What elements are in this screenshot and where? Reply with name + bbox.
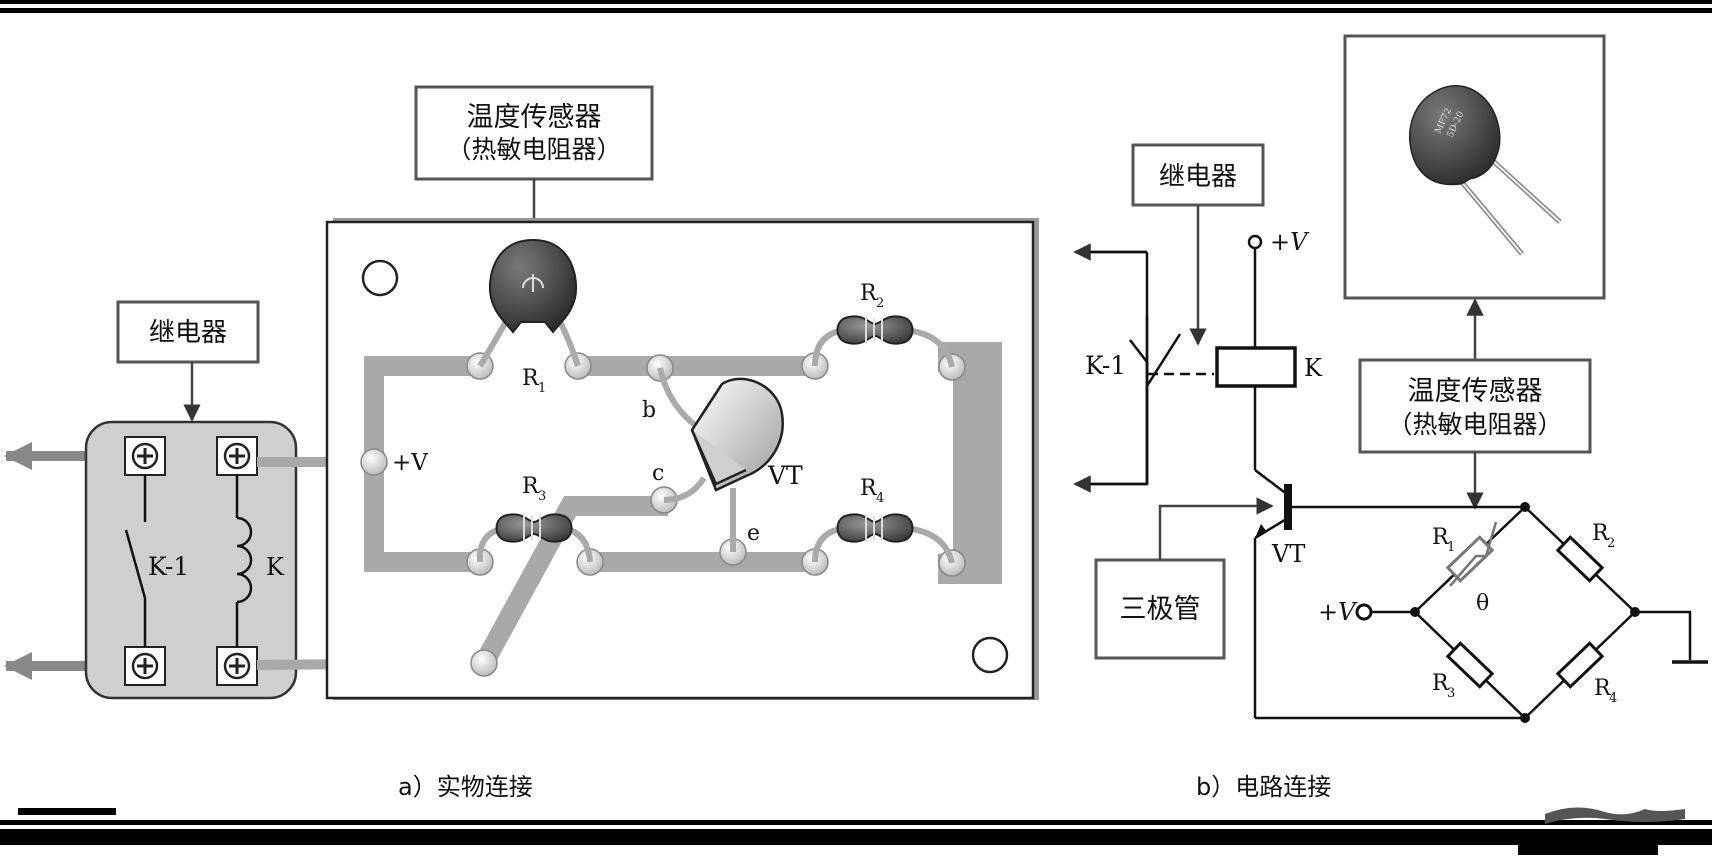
b-sensor-callout-line2: （热敏电阻器）: [1387, 410, 1562, 439]
b-switch-arm: [1145, 333, 1182, 387]
relay-callout-box: [116, 300, 260, 364]
board-label-e: e: [747, 521, 760, 546]
board-label-r1: R: [522, 366, 540, 391]
b-label-k: K: [1304, 354, 1323, 382]
board-label-r4-sub: 4: [876, 491, 884, 506]
board-label-r3: R: [522, 474, 540, 499]
board-resistor-r4: [812, 513, 955, 564]
board-label-r3-sub: 3: [538, 489, 546, 504]
b-sensor-callout-box: [1358, 358, 1592, 454]
b-label-r1-sub: 1: [1447, 540, 1455, 555]
board-label-c: c: [652, 461, 664, 486]
b-label-k1: K-1: [1085, 351, 1126, 380]
board-transistor-vt: [657, 367, 784, 552]
board-ground-strip: [938, 342, 1002, 584]
b-label-vt: VT: [1271, 540, 1305, 568]
board-thermistor-r1: [477, 238, 581, 368]
caption-b: b）电路连接: [1196, 773, 1331, 801]
relay-label-k: K: [266, 553, 285, 581]
sensor-callout-line2: （热敏电阻器）: [446, 135, 621, 164]
board-label-plus-v: +V: [392, 450, 428, 476]
transistor-callout-arrow: [1158, 497, 1274, 560]
board-label-r2: R: [860, 281, 878, 306]
board-label-vt: VT: [767, 461, 803, 490]
relay-callout-label: 继电器: [149, 318, 227, 348]
transistor-callout-box: [1094, 558, 1226, 660]
circuit-board: [325, 220, 1035, 700]
sensor-callout-box: [414, 85, 654, 181]
b-relay-callout-label: 继电器: [1159, 162, 1237, 192]
board-resistor-r3: [476, 513, 593, 563]
transistor-callout-label: 三极管: [1120, 594, 1201, 625]
bridge-resistor-r2: [1555, 535, 1605, 583]
bridge-nodes: [1410, 502, 1640, 723]
b-label-r2-sub: 2: [1607, 536, 1615, 551]
board-label-r2-sub: 2: [876, 296, 884, 311]
board-label-r4: R: [860, 476, 878, 501]
b-relay-coil: [1215, 346, 1297, 388]
board-label-r1-sub: 1: [538, 381, 546, 396]
relay-coil-k: [235, 475, 253, 647]
b-supply-terminal-left: [1355, 603, 1373, 621]
b-transistor-base-bar: [1284, 484, 1292, 530]
b-emitter-arrow: [1255, 524, 1267, 538]
b-label-r1: R: [1432, 525, 1450, 550]
bridge-resistor-r4: [1555, 641, 1605, 689]
b-label-r3-sub: 3: [1447, 686, 1455, 701]
b-label-plus-v-left: +V: [1318, 598, 1358, 626]
relay-terminals: [124, 436, 258, 686]
sensor-callout-line1: 温度传感器: [467, 102, 602, 133]
board-label-b: b: [642, 398, 656, 423]
b-supply-terminal-top: [1247, 234, 1263, 250]
bridge-thermistor-r1: [1445, 521, 1498, 587]
b-sensor-callout-line1: 温度传感器: [1408, 376, 1543, 407]
bridge-resistor-r3: [1445, 641, 1495, 689]
thermistor-photo: MF72 5D-20: [1409, 85, 1562, 256]
b-label-r4: R: [1594, 676, 1612, 701]
panel-a: 温度传感器 （热敏电阻器） 继电器: [4, 85, 1039, 801]
b-label-theta: θ: [1476, 591, 1489, 616]
board-resistor-r2: [812, 315, 955, 368]
b-label-r4-sub: 4: [1609, 691, 1617, 706]
relay-body: [84, 420, 298, 700]
b-label-r3: R: [1432, 671, 1450, 696]
caption-a: a）实物连接: [398, 773, 533, 801]
board-mount-hole-top: [361, 259, 399, 297]
board-mount-hole-bottom: [971, 636, 1009, 674]
relay-switch-k1: [124, 475, 147, 647]
b-label-r2: R: [1592, 521, 1610, 546]
b-label-plus-v-top: +V: [1270, 228, 1310, 256]
panel-b: 继电器 MF72 5D-20 温度传感器 （热敏电阻器） 三极管: [1073, 34, 1708, 801]
relay-label-k1: K-1: [148, 552, 189, 581]
